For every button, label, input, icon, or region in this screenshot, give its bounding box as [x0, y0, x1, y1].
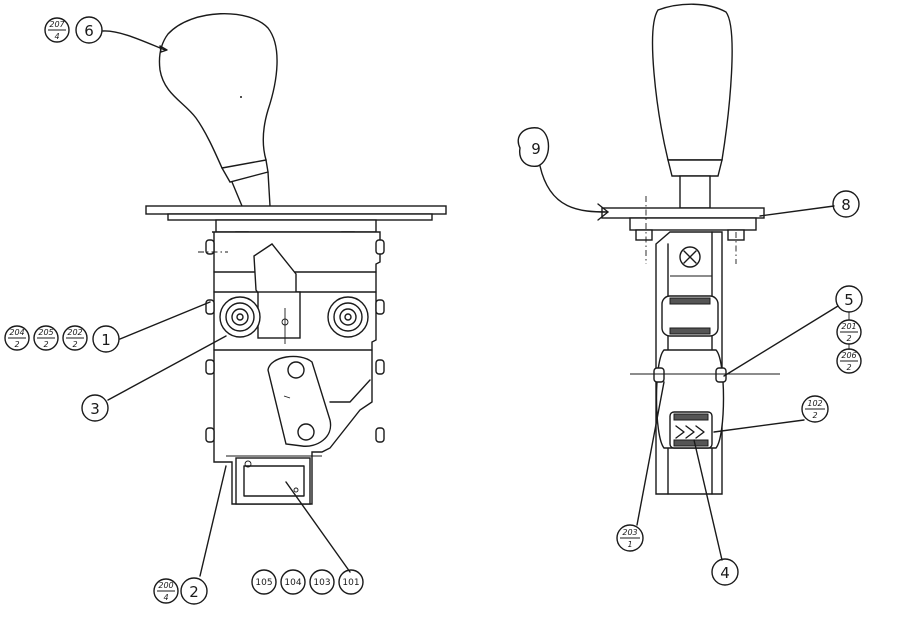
callout-item-103: 103 [309, 569, 335, 595]
callout-knob-item: 6 [75, 16, 103, 44]
callout-plate-item: 8 [832, 190, 860, 218]
callout-item-104: 104 [280, 569, 306, 595]
svg-text:6: 6 [84, 22, 94, 40]
svg-text:4: 4 [720, 564, 730, 582]
callout-item-101: 101 [338, 569, 364, 595]
callout-side-item: 1 [92, 325, 120, 353]
mount-block-right [629, 217, 757, 231]
spring-right [669, 411, 713, 449]
side-bolts-left [205, 239, 385, 443]
leader-lines [102, 30, 839, 577]
svg-text:200: 200 [158, 581, 173, 590]
base-plate-left [145, 205, 447, 215]
svg-text:201: 201 [841, 322, 856, 331]
svg-text:5: 5 [844, 291, 854, 309]
shaft-right [679, 175, 711, 209]
svg-text:4: 4 [163, 593, 168, 602]
knob-collar-right [667, 159, 723, 177]
svg-text:104: 104 [284, 578, 301, 588]
callout-bottom-fraction: 200 4 [153, 578, 179, 604]
svg-text:2: 2 [812, 411, 817, 420]
callout-arrow-item: 9 [517, 127, 550, 167]
svg-text:1: 1 [627, 540, 632, 549]
callout-knob-fraction: 207 4 [44, 17, 70, 43]
right-assembly-view [601, 3, 780, 495]
shaft-upper-left [231, 171, 271, 207]
shift-knob-right [651, 3, 733, 161]
svg-text:9: 9 [531, 140, 541, 158]
callout-side-fraction-b: 205 2 [33, 325, 59, 351]
svg-text:101: 101 [342, 578, 359, 588]
callout-item-105: 105 [251, 569, 277, 595]
mount-block-left [215, 219, 377, 233]
svg-text:1: 1 [101, 331, 111, 349]
callout-pivot-fraction-a: 201 2 [836, 319, 862, 345]
svg-text:8: 8 [841, 196, 851, 214]
nut-right-a [635, 229, 653, 241]
base-plate-right [601, 207, 765, 219]
svg-text:102: 102 [807, 399, 822, 408]
svg-text:205: 205 [38, 328, 53, 337]
callout-pivot-item: 5 [835, 285, 863, 313]
lever-block-left [257, 291, 301, 339]
callout-side-fraction-c: 202 2 [62, 325, 88, 351]
callout-side-fraction-a: 204 2 [4, 325, 30, 351]
callout-lower-fraction: 203 1 [616, 524, 644, 552]
roller-upper-right [661, 295, 719, 337]
bearing-left-b [327, 296, 369, 338]
callout-pivot-fraction-b: 206 2 [836, 348, 862, 374]
callout-bottom-item: 2 [180, 577, 208, 605]
callout-spring-fraction: 102 2 [801, 395, 829, 423]
base-plate-lower-left [167, 213, 433, 221]
svg-text:2: 2 [846, 334, 851, 343]
svg-text:105: 105 [255, 578, 272, 588]
svg-text:2: 2 [189, 583, 199, 601]
svg-text:2: 2 [846, 363, 851, 372]
svg-text:207: 207 [49, 20, 65, 29]
svg-text:204: 204 [9, 328, 24, 337]
callout-spring-item: 4 [711, 558, 739, 586]
switch-box-left [235, 457, 311, 505]
bearing-left-a [219, 296, 261, 338]
left-assembly-view [145, 12, 447, 505]
gate-lever-left [267, 355, 332, 447]
svg-text:202: 202 [67, 328, 82, 337]
svg-text:103: 103 [313, 578, 330, 588]
svg-text:2: 2 [72, 340, 77, 349]
svg-text:206: 206 [841, 351, 856, 360]
callout-bearing-item: 3 [81, 394, 109, 422]
svg-text:2: 2 [43, 340, 48, 349]
svg-text:203: 203 [622, 528, 637, 537]
svg-text:3: 3 [90, 400, 100, 418]
svg-text:2: 2 [14, 340, 19, 349]
shift-knob-left [158, 12, 278, 171]
svg-text:4: 4 [54, 32, 59, 41]
